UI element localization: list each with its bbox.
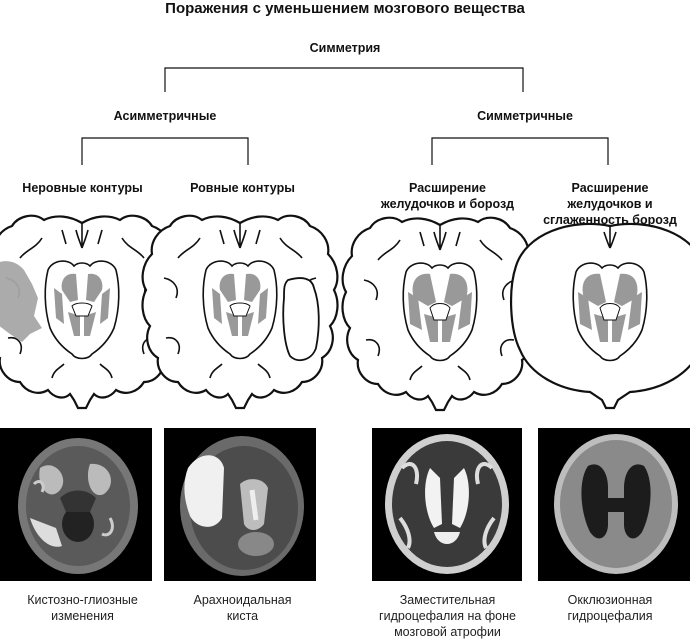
diagram-title: Поражения с уменьшением мозгового вещест… bbox=[165, 0, 525, 17]
caption-cystic-gliotic: Кистозно-глиозные изменения bbox=[27, 593, 138, 623]
root-node-label: Симметрия bbox=[309, 41, 381, 55]
mri-image-cystic-gliotic bbox=[0, 428, 152, 581]
ventricle-sulci-enlargement-label: Расширение желудочков и борозд bbox=[380, 181, 515, 211]
cystic-lesion-area bbox=[0, 261, 42, 342]
mri-image-replacement-hydrocephalus bbox=[372, 428, 522, 581]
irregular-contours-label: Неровные контуры bbox=[22, 181, 143, 195]
brain-diagram-irregular bbox=[0, 214, 181, 410]
mri-image-arachnoid-cyst bbox=[164, 428, 316, 581]
smooth-contours-label: Ровные контуры bbox=[190, 181, 295, 195]
mri-image-occlusive-hydrocephalus bbox=[538, 428, 690, 581]
tree-connectors bbox=[81, 67, 609, 165]
arachnoid-cyst-area bbox=[282, 277, 320, 362]
brain-diagram-ventricles-smoothing bbox=[509, 222, 690, 410]
brain-diagram-ventricles-sulci bbox=[341, 216, 539, 412]
symmetric-node-label: Симметричные bbox=[477, 109, 573, 123]
caption-arachnoid-cyst: Арахноидальная киста bbox=[193, 593, 292, 623]
caption-replacement-hydrocephalus: Заместительная гидроцефалия на фоне мозг… bbox=[379, 593, 516, 639]
asymmetric-node-label: Асимметричные bbox=[113, 109, 217, 123]
brain-diagram-smooth bbox=[141, 214, 339, 410]
caption-occlusive-hydrocephalus: Окклюзионная гидроцефалия bbox=[567, 593, 653, 623]
